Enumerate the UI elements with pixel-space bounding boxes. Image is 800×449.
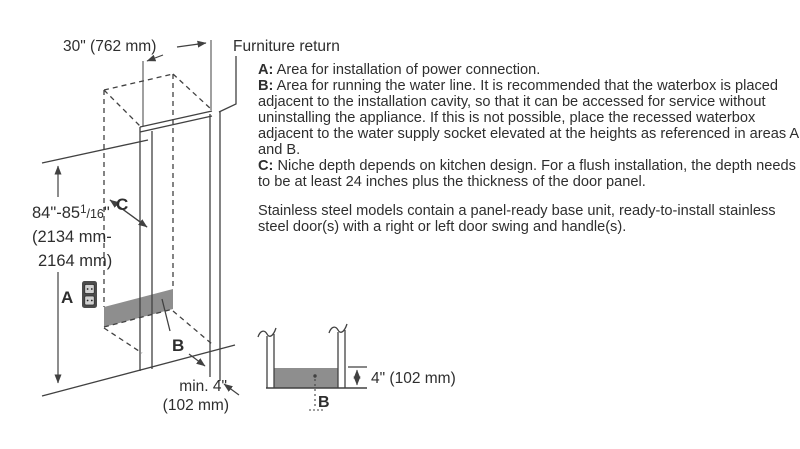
water-line-area-band — [104, 289, 173, 327]
stainless-steel-note: Stainless steel models contain a panel-r… — [258, 203, 800, 235]
power-outlet-icon — [82, 281, 97, 308]
height-dimension-mm-line1: (2134 mm- — [32, 228, 112, 246]
furniture-return-label: Furniture return — [233, 38, 340, 55]
waterbox-label-b: B — [318, 394, 330, 411]
note-a-label: A: — [258, 62, 274, 78]
installation-notes: A: Area for installation of power connec… — [258, 62, 800, 235]
height-dimension-label: 84"-851/16" — [32, 204, 110, 222]
note-a-text: Area for installation of power connectio… — [273, 62, 541, 78]
waterbox-cross-section: 4" (102 mm) B — [257, 323, 456, 411]
break-mark-icon — [257, 327, 277, 338]
stainless-steel-note-text: Stainless steel models contain a panel-r… — [258, 203, 776, 235]
dimension-arrows — [54, 40, 240, 396]
width-dimension-label: 30" (762 mm) — [63, 38, 156, 55]
niche-outline — [41, 40, 237, 397]
note-b-label: B: — [258, 78, 274, 94]
waterbox-height-dimension: 4" (102 mm) — [371, 370, 456, 387]
label-b: B — [172, 336, 184, 355]
waterbox-fill-area — [274, 368, 338, 388]
furniture-return-leader — [218, 56, 237, 113]
area-b-leader — [161, 298, 171, 332]
note-a: A: Area for installation of power connec… — [258, 62, 800, 78]
min-depth-label-line1: min. 4" — [179, 378, 227, 395]
cavity-dashed-edges — [103, 73, 213, 354]
label-c: C — [116, 195, 128, 214]
note-c: C: Niche depth depends on kitchen design… — [258, 158, 800, 190]
installation-diagram: 30" (762 mm) Furniture return 84"-851/16… — [32, 38, 456, 414]
break-mark-icon — [328, 323, 348, 334]
note-c-text: Niche depth depends on kitchen design. F… — [258, 158, 796, 190]
min-depth-label-line2: (102 mm) — [163, 397, 229, 414]
note-b: B: Area for running the water line. It i… — [258, 78, 800, 158]
label-a: A — [61, 288, 73, 307]
note-b-text: Area for running the water line. It is r… — [258, 78, 799, 158]
height-dimension-mm-line2: 2164 mm) — [38, 252, 112, 270]
note-c-label: C: — [258, 158, 274, 174]
